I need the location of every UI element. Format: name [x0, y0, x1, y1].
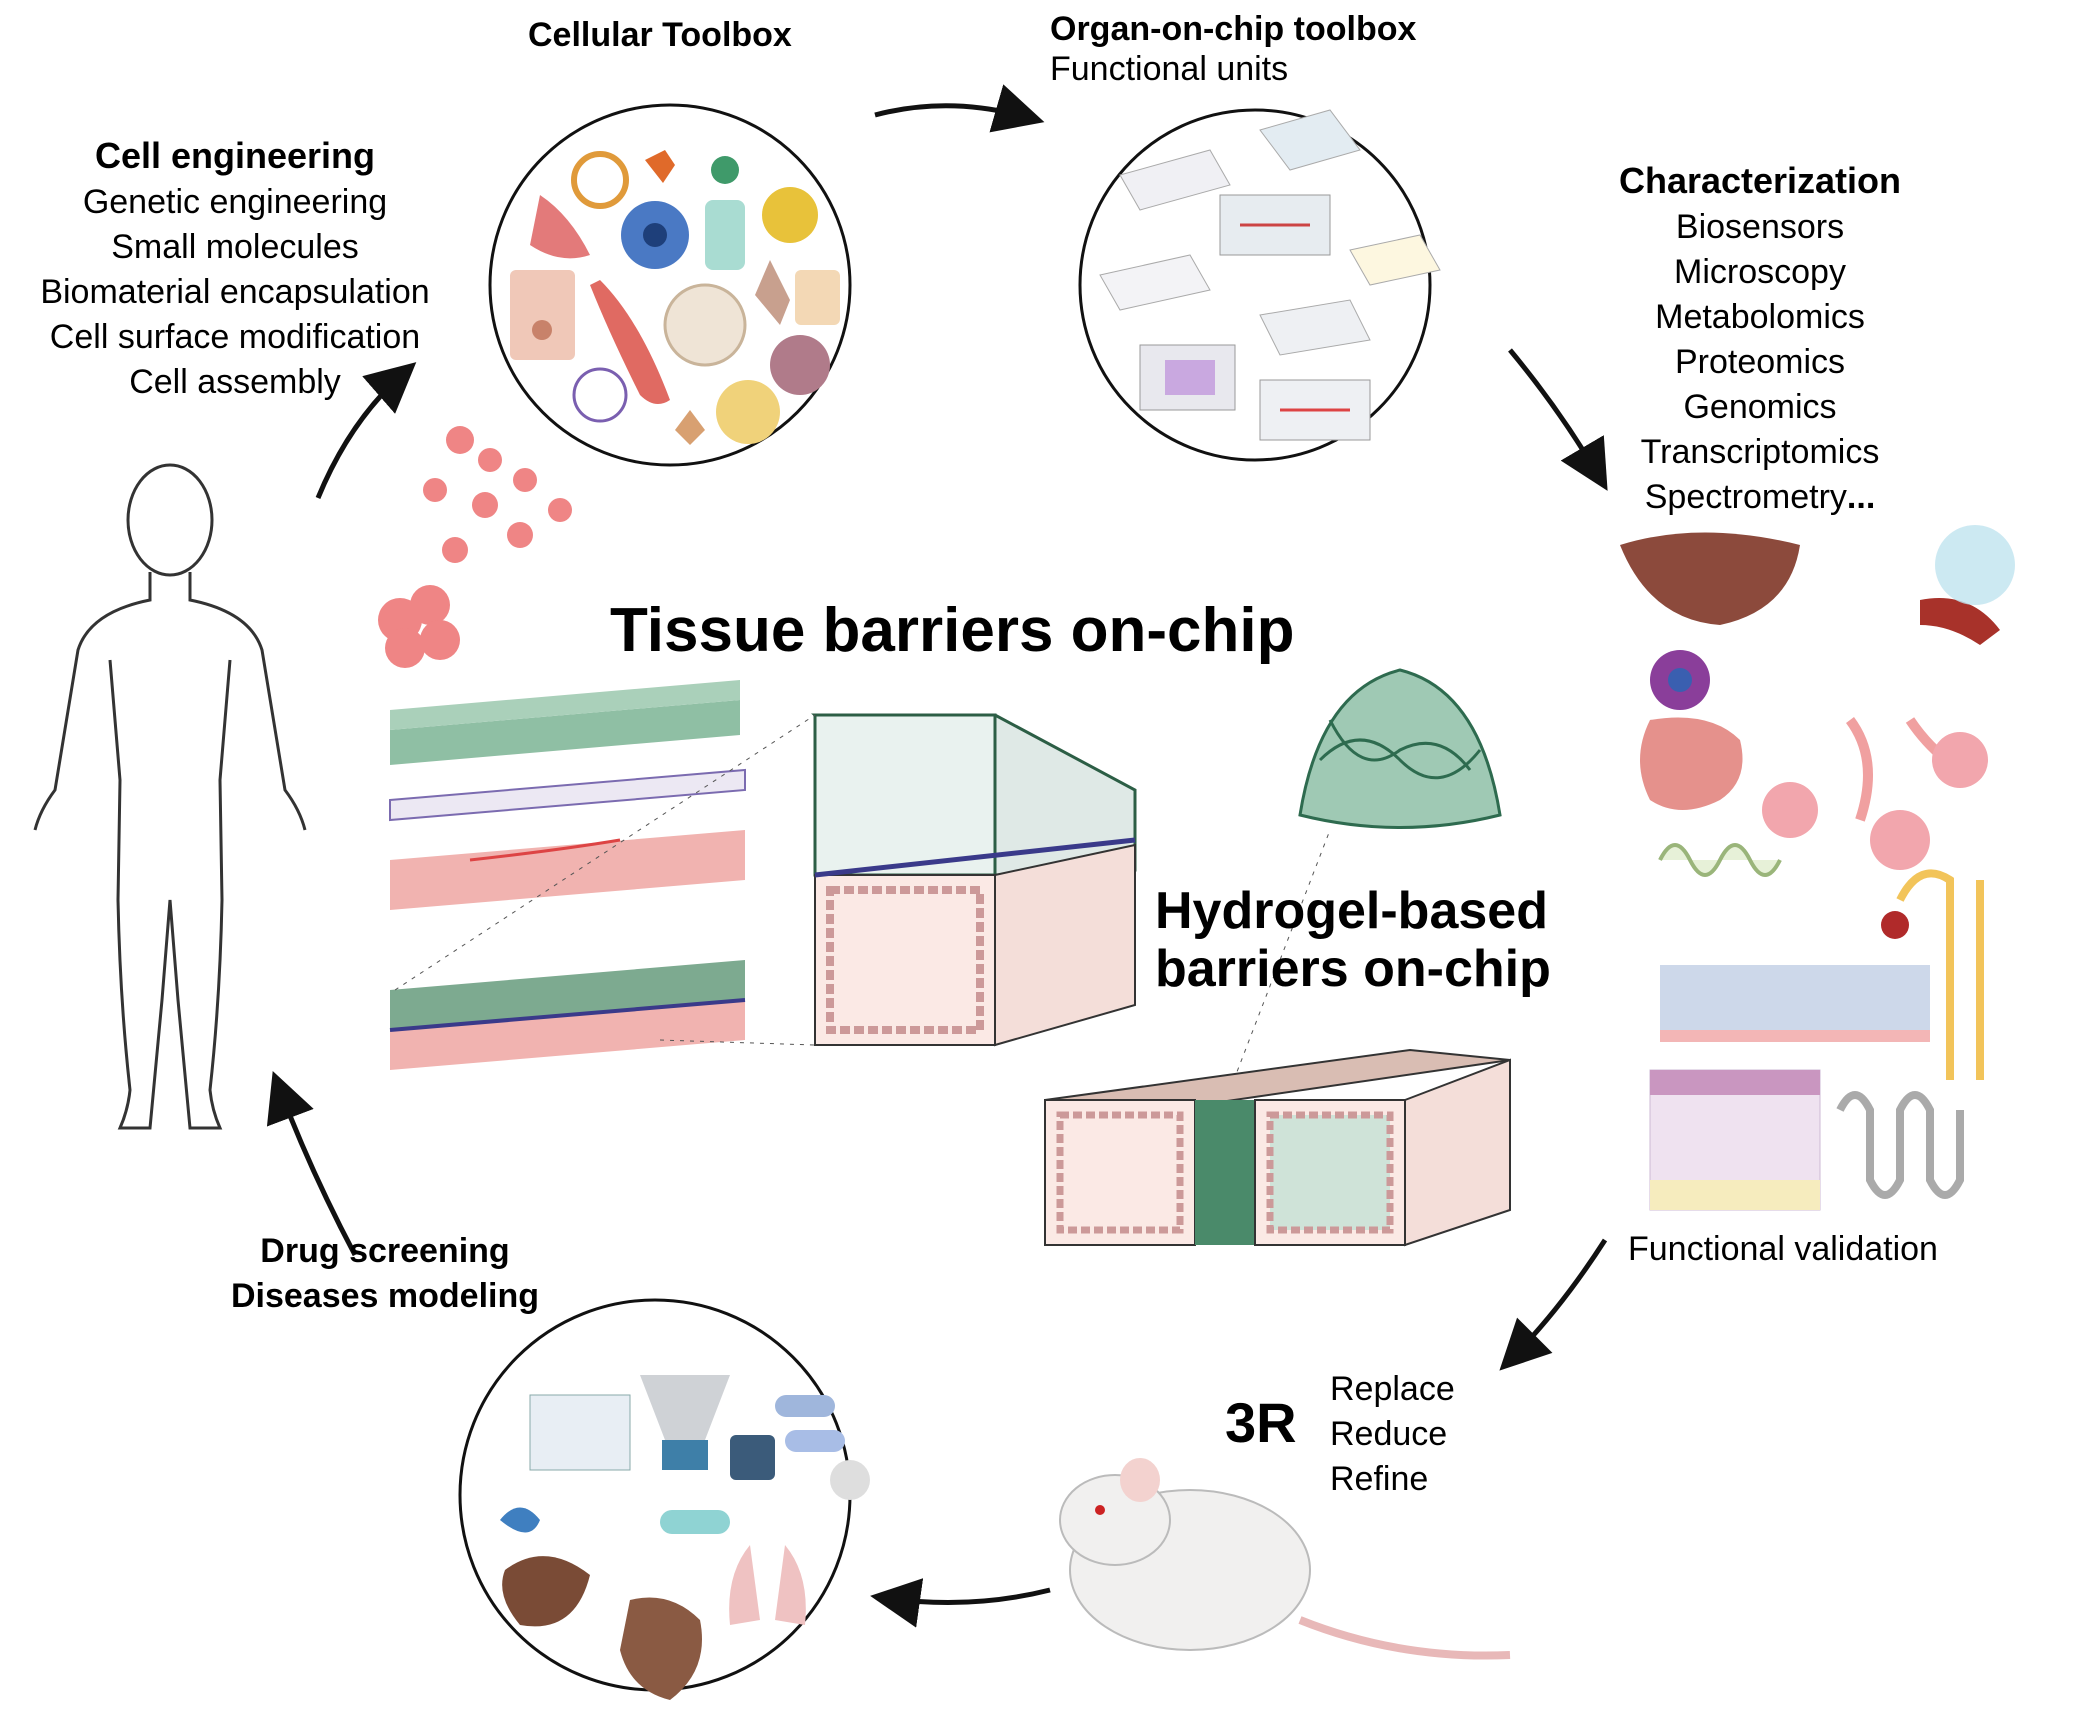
characterization-item: Biosensors: [1675, 208, 1845, 246]
cell-engineering-title: Cell engineering: [94, 135, 376, 176]
characterization-item: Genomics: [1683, 388, 1837, 426]
characterization-item: Microscopy: [1674, 253, 1846, 291]
characterization-last-label: Spectrometry: [1644, 478, 1847, 516]
hydrogel-title-line2: barriers on-chip: [1155, 940, 1551, 998]
characterization-ellipsis: ...: [1846, 478, 1876, 516]
organ-on-chip-title: Organ-on-chip toolbox: [1050, 10, 1417, 48]
cell-engineering-item: Cell assembly: [129, 363, 341, 401]
arrow-cellular-to-organ: [874, 84, 1045, 133]
cell-engineering-block: Cell engineering Genetic engineering Sma…: [0, 135, 470, 408]
arrow-human-to-cell-engineering: [315, 362, 417, 499]
intestine-icon: [1640, 717, 1743, 810]
main-title: Tissue barriers on-chip: [610, 596, 1295, 665]
cellular-toolbox-circle: [488, 103, 852, 467]
cell-engineering-item: Genetic engineering: [82, 183, 388, 221]
mouse-icon: [1059, 1458, 1511, 1660]
cell-engineering-item: Biomaterial encapsulation: [40, 273, 430, 311]
characterization-item: Proteomics: [1674, 343, 1846, 381]
characterization-item-last: Spectrometry...: [1560, 478, 1960, 517]
three-r-list: Replace Reduce Refine: [1330, 1370, 1455, 1505]
drug-screening-line1: Drug screening: [260, 1232, 510, 1270]
characterization-title: Characterization: [1618, 160, 1902, 201]
kidney-nephron-icon: [1896, 869, 1984, 1080]
vessel-icon: [1920, 598, 2000, 645]
human-body-icon: [33, 463, 307, 1130]
characterization-item: Transcriptomics: [1640, 433, 1880, 471]
characterization-item: Metabolomics: [1655, 298, 1865, 336]
lungs-icon: [729, 1545, 806, 1625]
three-r-item: Reduce: [1330, 1415, 1448, 1453]
arrow-drug-to-human: [266, 1070, 358, 1257]
three-r-label: 3R: [1225, 1391, 1297, 1454]
organ-on-chip-subtitle: Functional units: [1050, 50, 1289, 88]
chip-layers-graphic: [389, 680, 746, 1070]
hydrogel-channels-graphic: [1044, 1048, 1511, 1247]
arrow-validation-to-3r: [1499, 1238, 1608, 1371]
drug-screening-block: Drug screening Diseases modeling: [200, 1232, 570, 1322]
liver-icon: [1620, 532, 1800, 625]
three-r-item: Replace: [1330, 1370, 1455, 1408]
arrow-organ-to-characterization: [1508, 348, 1608, 491]
organ-illustrations-graphic: [1620, 525, 2015, 1211]
arrow-mouse-to-drug: [870, 1578, 1051, 1628]
functional-validation-label: Functional validation: [1628, 1230, 1938, 1268]
hydrogel-blob-graphic: [1229, 668, 1502, 1091]
cell-engineering-item: Small molecules: [111, 228, 359, 266]
three-r-item: Refine: [1330, 1460, 1429, 1498]
diseased-kidney-icon: [620, 1597, 702, 1700]
drug-screening-circle: [458, 1298, 870, 1700]
diseased-liver-icon: [502, 1556, 590, 1627]
barrier-cross-section-graphic: [394, 713, 1137, 1047]
cell-assembly-graphic: [378, 426, 572, 668]
drug-screening-line2: Diseases modeling: [230, 1277, 539, 1315]
organ-on-chip-circle: [1078, 108, 1441, 462]
characterization-block: Characterization Biosensors Microscopy M…: [1560, 160, 1960, 523]
cell-engineering-item: Cell surface modification: [49, 318, 421, 356]
hydrogel-title-line1: Hydrogel-based: [1155, 882, 1548, 940]
cellular-toolbox-title: Cellular Toolbox: [528, 16, 792, 54]
